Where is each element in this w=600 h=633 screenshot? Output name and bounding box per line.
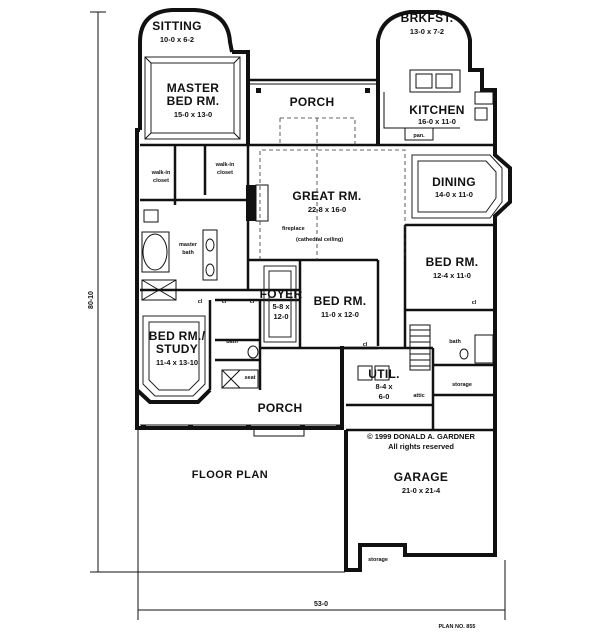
master-bath-label-1: master xyxy=(179,242,198,248)
copyright-line-1: © 1999 DONALD A. GARDNER xyxy=(367,432,475,441)
walkin-closet-left-1: walk-in xyxy=(151,170,171,176)
bath-right-label: bath xyxy=(449,339,461,345)
breakfast-room-name: BRKFST. xyxy=(401,11,454,25)
storage-bottom-label: storage xyxy=(368,557,388,563)
rear-porch-name: PORCH xyxy=(290,95,335,109)
great-room-name: GREAT RM. xyxy=(292,189,361,203)
sitting-room-size: 10-0 x 6-2 xyxy=(160,35,194,44)
depth-dimension: 80-10 xyxy=(88,291,95,309)
kitchen-name: KITCHEN xyxy=(409,103,464,117)
seat-label: seat xyxy=(244,375,255,381)
dining-room-name: DINING xyxy=(432,175,476,189)
bedroom-right-size: 12-4 x 11-0 xyxy=(433,271,471,280)
foyer-size-2: 12-0 xyxy=(273,312,288,321)
foyer-size-1: 5-8 x xyxy=(272,302,290,311)
dining-room-size: 14-0 x 11-0 xyxy=(435,190,473,199)
copyright-line-2: All rights reserved xyxy=(388,442,454,451)
cathedral-ceiling-label: (cathedral ceiling) xyxy=(296,237,343,243)
bed-study-name-1: BED RM./ xyxy=(149,329,206,343)
fireplace-label: fireplace xyxy=(282,226,305,232)
utility-size-1: 8-4 x xyxy=(375,382,393,391)
front-porch-name: PORCH xyxy=(258,401,303,415)
closet-label-1: cl xyxy=(198,299,203,305)
width-dimension: 53-0 xyxy=(314,601,328,608)
walkin-closet-right-1: walk-in xyxy=(215,162,235,168)
breakfast-room-size: 13-0 x 7-2 xyxy=(410,27,444,36)
floor-plan-title: FLOOR PLAN xyxy=(192,469,269,481)
garage-size: 21-0 x 21-4 xyxy=(402,486,441,495)
bedroom-center-size: 11-0 x 12-0 xyxy=(321,310,359,319)
closet-label-5: cl xyxy=(472,300,477,306)
bed-study-size: 11-4 x 13-10 xyxy=(156,358,198,367)
bed-study-name-2: STUDY xyxy=(156,342,198,356)
utility-name: UTIL. xyxy=(368,367,400,381)
foyer-name: FOYER xyxy=(260,287,303,301)
master-bath-label-2: bath xyxy=(182,250,194,256)
storage-right-label: storage xyxy=(452,382,472,388)
master-room-size: 15-0 x 13-0 xyxy=(174,110,212,119)
dimension-lines xyxy=(90,11,506,620)
closet-label-2: cl xyxy=(222,299,227,305)
bedroom-right-name: BED RM. xyxy=(426,255,479,269)
garage-name: GARAGE xyxy=(394,470,448,484)
attic-label: attic xyxy=(413,393,424,399)
walkin-closet-left-2: closet xyxy=(153,178,169,184)
walkin-closet-right-2: closet xyxy=(217,170,233,176)
kitchen-size: 16-0 x 11-0 xyxy=(418,117,456,126)
closet-label-4: cl xyxy=(363,342,368,348)
master-room-name-2: BED RM. xyxy=(167,94,220,108)
fixtures xyxy=(141,69,494,389)
bedroom-center-name: BED RM. xyxy=(314,294,367,308)
ceiling-lines xyxy=(259,117,406,260)
closet-label-3: cl xyxy=(250,299,255,305)
plan-number: PLAN NO. 855 xyxy=(439,624,476,630)
master-room-name-1: MASTER xyxy=(167,81,219,95)
great-room-size: 22-8 x 16-0 xyxy=(308,205,346,214)
bath-left-label: bath xyxy=(226,339,238,345)
pantry-label: pan. xyxy=(413,133,425,139)
tray-ceilings xyxy=(142,56,503,397)
sitting-room-name: SITTING xyxy=(152,19,201,33)
utility-size-2: 6-0 xyxy=(379,392,390,401)
